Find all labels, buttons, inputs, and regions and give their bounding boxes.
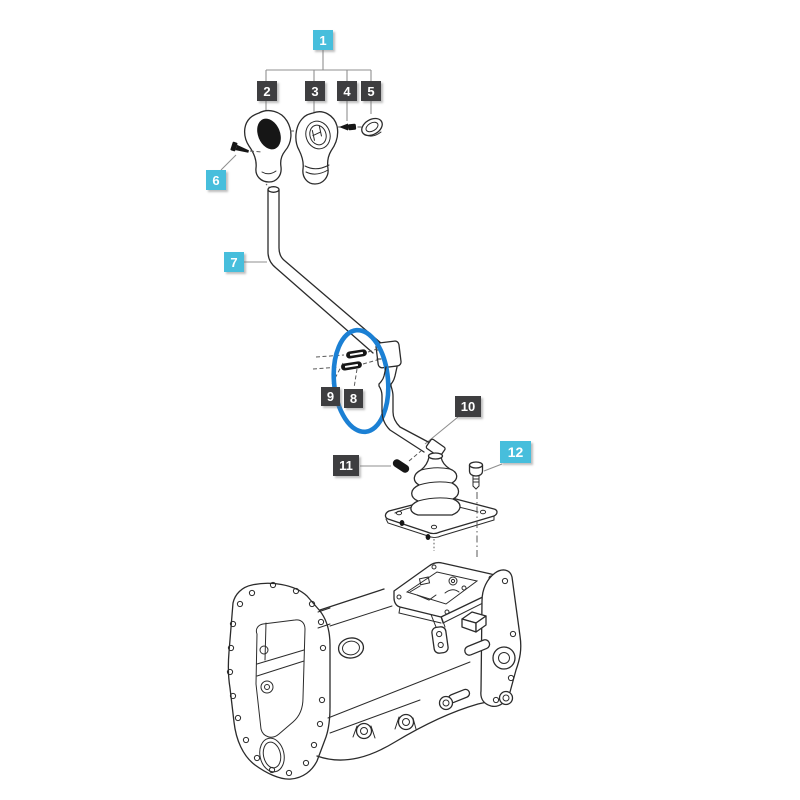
pin-with-arrow <box>338 123 364 131</box>
callout-1[interactable]: 1 <box>313 30 333 50</box>
lower-gear-lever <box>378 366 446 458</box>
bottom-bosses <box>352 695 454 740</box>
callout-11[interactable]: 11 <box>333 455 359 476</box>
callout-2[interactable]: 2 <box>257 81 277 101</box>
shifter-opening <box>393 561 498 624</box>
callout-12[interactable]: 12 <box>500 441 531 463</box>
bolt <box>468 461 484 557</box>
upper-gear-lever <box>267 186 383 354</box>
spring-pin <box>392 450 422 473</box>
transmission-housing <box>226 561 522 780</box>
roll-pin-upper <box>346 349 367 359</box>
callout-4[interactable]: 4 <box>337 81 357 101</box>
shift-knob-insert <box>243 110 300 190</box>
rubber-boot <box>410 452 461 516</box>
highlight-ellipse <box>331 327 391 435</box>
set-screw <box>230 141 263 153</box>
callout-9[interactable]: 9 <box>321 387 340 406</box>
joint-bushing <box>375 340 402 369</box>
flange-bolt-holes <box>226 581 327 777</box>
callout-6[interactable]: 6 <box>206 170 226 190</box>
callout-8[interactable]: 8 <box>344 389 363 408</box>
callout-10[interactable]: 10 <box>455 396 481 417</box>
callout-5[interactable]: 5 <box>361 81 381 101</box>
shift-knob-emblem <box>295 111 339 185</box>
callout-7[interactable]: 7 <box>224 252 244 272</box>
roll-pins <box>312 348 378 389</box>
roll-pin-lower <box>341 361 362 371</box>
callout-3[interactable]: 3 <box>305 81 325 101</box>
cap-ring <box>361 117 383 137</box>
